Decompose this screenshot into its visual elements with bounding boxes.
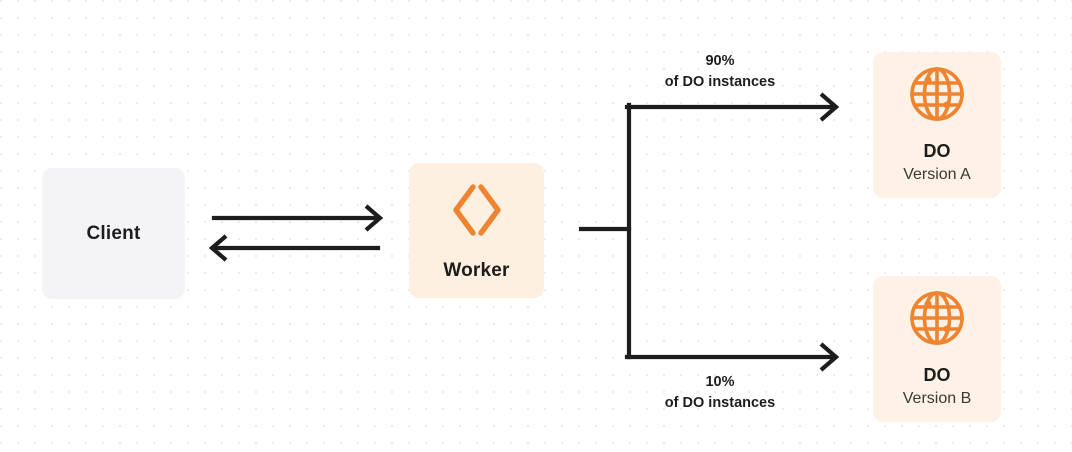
edge-label-do-a: 90% of DO instances xyxy=(620,51,820,93)
edge-worker-to-client xyxy=(208,234,381,262)
cloudflare-workers-icon xyxy=(446,179,508,246)
edge-label-do-b-line2: of DO instances xyxy=(664,395,776,412)
node-do-a-subtitle: Version A xyxy=(903,166,971,184)
globe-icon xyxy=(907,64,967,129)
node-do-version-a[interactable]: DO Version A xyxy=(873,52,1001,198)
node-client-title: Client xyxy=(86,222,141,244)
node-do-a-title: DO xyxy=(923,141,951,162)
edge-label-do-b-line1: 10% xyxy=(705,374,735,390)
edge-client-to-worker xyxy=(211,204,384,232)
node-worker-title: Worker xyxy=(443,260,510,281)
edge-label-do-b: 10% of DO instances xyxy=(620,372,820,414)
node-worker[interactable]: Worker xyxy=(409,163,544,298)
edge-label-do-a-line2: of DO instances xyxy=(664,74,776,91)
node-client[interactable]: Client xyxy=(42,168,185,299)
node-do-version-b[interactable]: DO Version B xyxy=(873,276,1001,422)
node-do-b-title: DO xyxy=(923,365,951,386)
edge-worker-to-do-b xyxy=(624,342,840,372)
globe-icon xyxy=(907,288,967,353)
node-do-b-subtitle: Version B xyxy=(902,390,972,408)
edge-worker-to-do-a xyxy=(624,92,840,122)
edge-label-do-a-line1: 90% xyxy=(705,53,735,69)
